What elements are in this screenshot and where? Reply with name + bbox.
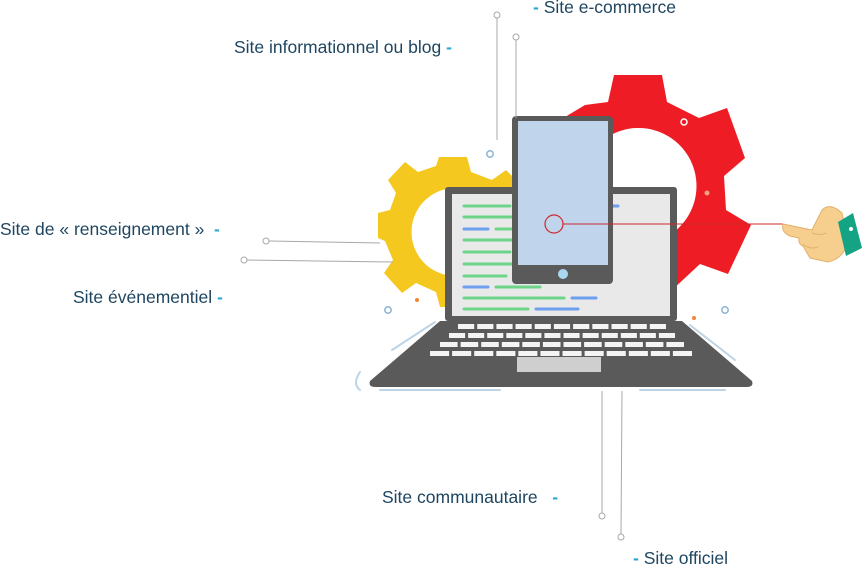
keyboard-key [481,342,499,347]
keyboard-key [515,324,532,329]
keyboard-key [534,324,551,329]
keyboard-key [601,333,618,338]
keyboard-key [525,333,542,338]
label-site-community: Site communautaire - [382,487,558,507]
label-site-event: Site événementiel - [73,287,223,307]
keyboard-key [460,342,479,347]
keyboard-key [666,342,684,347]
keyboard-key [639,333,656,338]
keyboard-key [604,342,623,347]
keyboard-key [487,333,504,338]
keyboard-key [474,351,494,356]
label-text: Site officiel [643,548,729,568]
keyboard-key [645,342,664,347]
keyboard-key [506,333,523,338]
keyboard-key [620,333,637,338]
dash-marker: - [633,548,644,568]
label-text: Site informationnel ou blog [234,37,442,57]
label-text: Site de « renseignement » [0,219,205,239]
label-site-information: Site de « renseignement » - [0,219,220,239]
keyboard-key [650,351,670,356]
keyboard-key [592,324,609,329]
keyboard-key [540,351,560,356]
keyboard-key [611,324,628,329]
keyboard [430,324,692,356]
keyboard-key [628,351,648,356]
keyboard-key [672,351,692,356]
leader-lines [240,11,625,541]
keyboard-key [458,324,475,329]
dash-marker: - [533,0,544,17]
connector [544,214,783,234]
decor-dots [384,150,729,320]
keyboard-key [544,333,561,338]
keyboard-key [584,342,602,347]
base-lines [355,321,736,391]
keyboard-key [625,342,643,347]
keyboard-key [630,324,647,329]
keyboard-key [553,324,571,329]
keyboard-key [522,342,540,347]
keyboard-key [563,333,580,338]
keyboard-key [477,324,494,329]
keyboard-key [518,351,538,356]
keyboard-key [649,324,666,329]
keyboard-key [496,324,513,329]
dash-marker: - [212,287,223,307]
keyboard-key [658,333,675,338]
pointing-hand-icon [782,206,862,263]
keyboard-key [542,342,561,347]
keyboard-key [563,342,582,347]
keyboard-key [430,351,450,356]
tablet-icon [512,116,613,284]
label-text: Site événementiel [73,287,213,307]
dash-marker: - [441,37,452,57]
dash-marker: - [204,219,220,239]
keyboard-key [440,342,458,347]
keyboard-key [468,333,485,338]
label-site-official: - Site officiel [633,548,728,568]
keyboard-key [501,342,520,347]
keyboard-key [606,351,626,356]
label-text: Site e-commerce [543,0,676,17]
keyboard-key [582,333,599,338]
dash-marker: - [537,487,559,507]
keyboard-key [449,333,466,338]
keyboard-key [452,351,472,356]
label-site-informational-blog: Site informationnel ou blog - [234,37,452,57]
keyboard-key [496,351,516,356]
keyboard-key [573,324,590,329]
label-text: Site communautaire [382,487,538,507]
keyboard-key [562,351,582,356]
label-site-ecommerce: - Site e-commerce [533,0,676,17]
keyboard-key [584,351,604,356]
